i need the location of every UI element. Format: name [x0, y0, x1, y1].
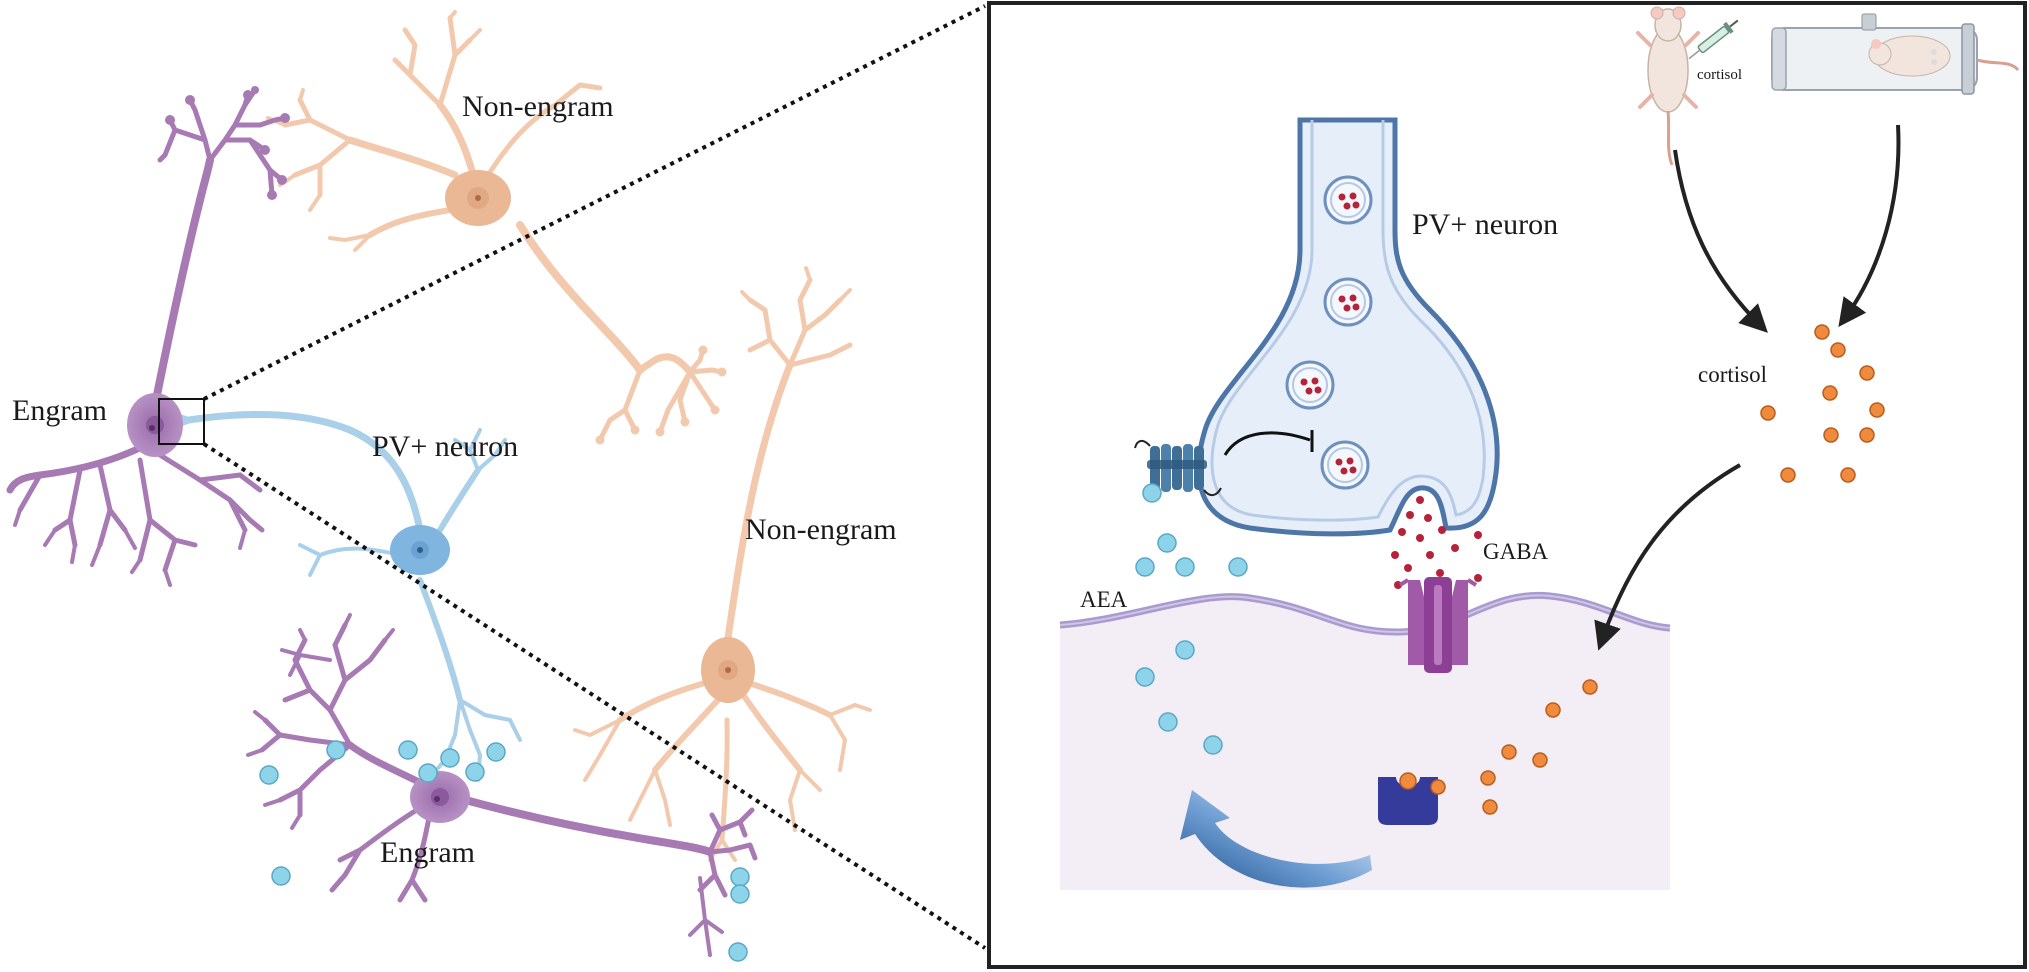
gaba-vesicles: [1285, 175, 1373, 490]
cortisol-to-cell-arrow: [1594, 463, 1741, 651]
cortisol-particles-inside: [1430, 679, 1598, 815]
label-pv-neuron-inset: PV+ neuron: [1412, 208, 1559, 241]
synapse-inset-panel: [987, 1, 2027, 969]
injection-to-cortisol-arrow: [1673, 149, 1768, 333]
pv-presynaptic-terminal: [1196, 117, 1500, 537]
gaba-particles: [1391, 496, 1482, 589]
non-engram-neuron-right: [573, 266, 872, 862]
aea-particles-inset: [1135, 483, 1248, 755]
label-non-engram-right: Non-engram: [745, 513, 897, 546]
aea-particles-left: [259, 740, 750, 962]
label-cortisol-mouse: cortisol: [1697, 67, 1742, 83]
zoom-box: [158, 398, 205, 445]
label-pv-neuron-left: PV+ neuron: [372, 430, 519, 463]
label-non-engram-top: Non-engram: [462, 90, 614, 123]
restraint-to-cortisol-arrow: [1838, 124, 1901, 328]
label-cortisol-cluster: cortisol: [1698, 362, 1767, 387]
signaling-arrow: [1180, 790, 1372, 888]
restraint-tube-icon: [1771, 13, 2020, 95]
pv-neuron: [178, 410, 522, 782]
gaba-receptor-icon: [1398, 577, 1478, 673]
label-gaba: GABA: [1483, 539, 1549, 564]
mouse-injection-icon: [1636, 6, 1700, 166]
glucocorticoid-receptor-icon: [1378, 772, 1438, 825]
label-engram-bottom: Engram: [380, 836, 475, 869]
cb1-inhibition: [1223, 431, 1311, 456]
engram-neuron-left: [6, 87, 288, 587]
syringe-icon: [1688, 19, 1739, 60]
cortisol-cluster: [1760, 324, 1885, 483]
cb1-receptor-icon: [1134, 440, 1222, 496]
label-aea: AEA: [1080, 587, 1128, 612]
label-engram-left: Engram: [12, 394, 107, 427]
postsynaptic-compartment: [1060, 595, 1670, 890]
engram-neuron-bottom: [246, 613, 758, 957]
neuron-network: [6, 4, 987, 962]
non-engram-neuron-top: [266, 10, 727, 445]
